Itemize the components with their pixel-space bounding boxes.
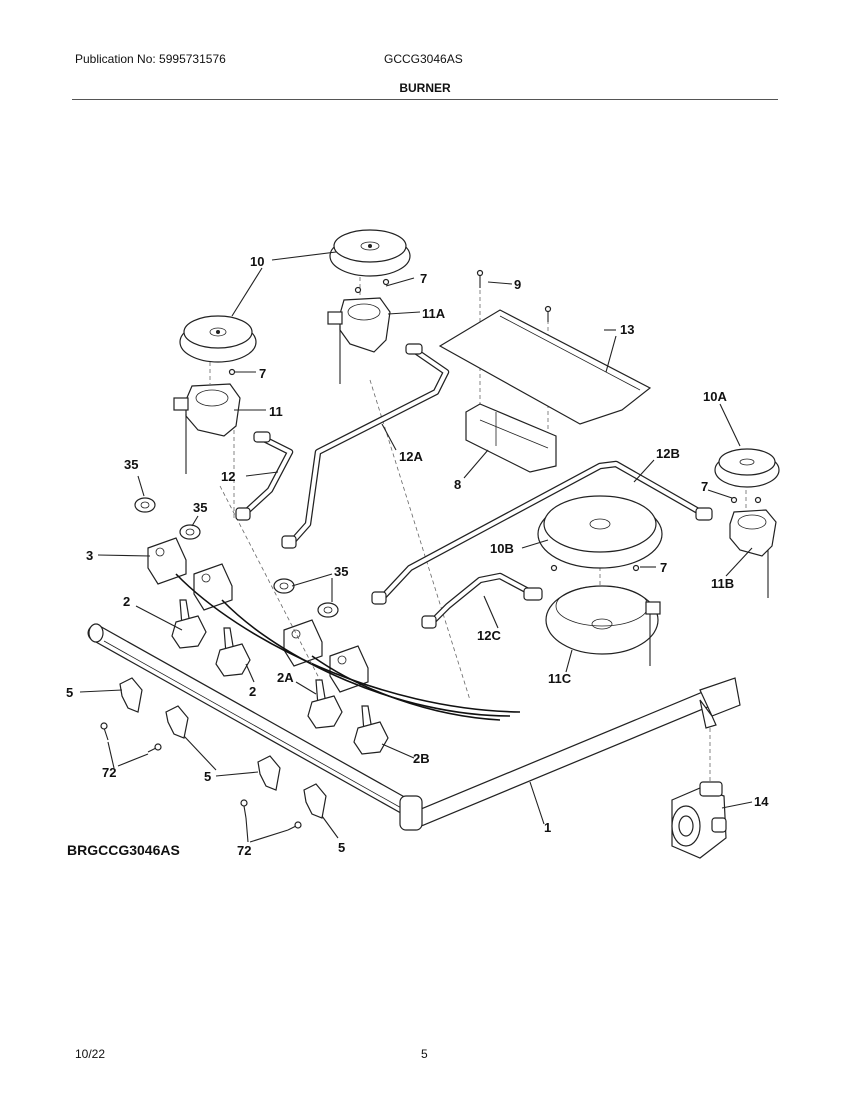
label-2a: 2A [277,670,294,685]
igniter-switch-2 [193,563,233,611]
model-number: GCCG3046AS [384,52,463,66]
label-10b: 10B [490,541,514,556]
part-labels: 10 7 9 11A 13 7 11 10A 12A 12B 35 12 8 7… [66,254,769,858]
label-7: 7 [259,366,266,381]
grommet-35-a [134,497,156,513]
label-11b: 11B [711,576,734,591]
label-12a: 12A [399,449,423,464]
label-7: 7 [420,271,427,286]
label-9: 9 [514,277,521,292]
footer-date: 10/22 [75,1047,106,1061]
grommet-35-b [179,524,201,540]
spark-module [465,403,557,473]
manifold-pipe [87,623,741,831]
bracket-plate [438,309,652,425]
screw-72-a [100,722,109,741]
label-35: 35 [193,500,207,515]
burner-tube-12a [281,343,450,549]
grommet-35-d [317,602,339,618]
label-2b: 2B [413,751,430,766]
leader-lines [79,251,753,843]
pressure-regulator [671,781,727,859]
label-72: 72 [102,765,116,780]
page-number: 5 [421,1047,428,1061]
label-12c: 12C [477,628,501,643]
screw-72-d [287,821,302,831]
burner-head-11b [729,509,777,598]
label-11c: 11C [548,671,572,686]
label-5: 5 [204,769,211,784]
label-11a: 11A [422,306,446,321]
label-8: 8 [454,477,461,492]
label-13: 13 [620,322,634,337]
burner-tube-12 [235,431,294,521]
burner-head-11a [327,297,391,384]
valve-2a [307,679,343,729]
burner-cap-10b [537,495,663,569]
label-7: 7 [701,479,708,494]
screw-72-c [240,799,248,819]
header-divider [72,99,778,100]
burner-head-11 [173,383,241,474]
valve-bracket-3 [257,755,281,791]
label-12: 12 [221,469,235,484]
label-3: 3 [86,548,93,563]
valve-2-a [171,599,207,649]
burner-cap-10a [714,448,780,488]
diagram-code: BRGCCG3046AS [67,842,180,858]
grommet-35-c [273,578,295,594]
valve-bracket-1 [119,677,143,713]
label-12b: 12B [656,446,680,461]
screw-9 [476,269,552,322]
label-11: 11 [269,404,283,419]
burner-cap-10-left [179,315,257,363]
label-2: 2 [249,684,256,699]
burner-head-11c [545,585,661,666]
label-5: 5 [338,840,345,855]
page-title: BURNER [399,81,451,95]
label-7: 7 [660,560,667,575]
label-35: 35 [334,564,348,579]
igniter-harness [175,573,521,721]
valve-2-b [215,627,251,677]
burner-tube-12b [371,460,713,605]
label-1: 1 [544,820,551,835]
label-5: 5 [66,685,73,700]
valve-2b [353,705,389,755]
igniter-switch-4 [329,645,369,693]
screw-72-b [147,743,162,753]
label-10a: 10A [703,389,727,404]
valve-bracket-2 [165,705,189,739]
label-72: 72 [237,843,251,858]
label-14: 14 [754,794,769,809]
burner-cap-10-top [329,229,411,277]
label-10: 10 [250,254,264,269]
screw-7 [228,278,762,572]
publication-number: Publication No: 5995731576 [75,52,226,66]
igniter-switch-1 [147,537,187,585]
valve-bracket-4 [303,783,327,819]
label-35: 35 [124,457,138,472]
label-2: 2 [123,594,130,609]
burner-tube-12c [421,572,543,629]
